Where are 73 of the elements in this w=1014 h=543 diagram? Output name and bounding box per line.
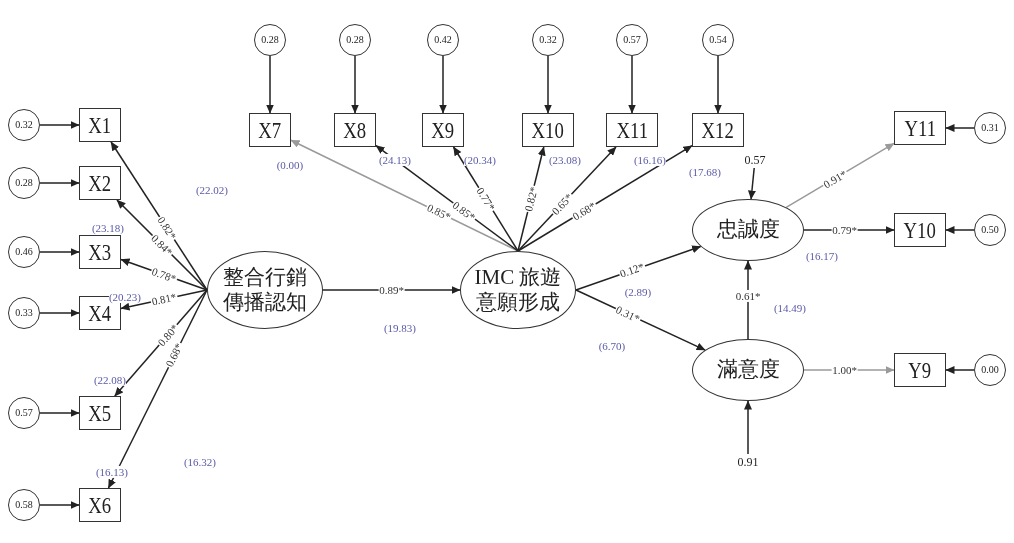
- edge-label: 0.61*: [734, 290, 762, 303]
- arrow: [544, 55, 552, 114]
- arrow: [39, 409, 80, 417]
- indicator-box: X12: [692, 113, 744, 147]
- t-value: (19.83): [383, 321, 417, 335]
- error-circle: 0.28: [254, 24, 286, 56]
- indicator-box: X10: [522, 113, 574, 147]
- t-value: (20.23): [108, 290, 142, 304]
- t-value: (17.68): [688, 165, 722, 179]
- indicator-box: X1: [79, 108, 121, 142]
- error-circle: 0.42: [427, 24, 459, 56]
- arrow: [39, 179, 80, 187]
- error-circle: 0.33: [8, 297, 40, 329]
- arrow: [39, 121, 80, 129]
- edge-label: 0.81*: [149, 290, 179, 308]
- indicator-box: Y11: [894, 111, 946, 145]
- indicator-box: X6: [79, 488, 121, 522]
- arrow: [744, 400, 752, 455]
- t-value: (14.49): [773, 301, 807, 315]
- latent-ellipse: 滿意度: [692, 339, 804, 401]
- t-value: (24.13): [378, 153, 412, 167]
- indicator-box: X5: [79, 396, 121, 430]
- arrow: [290, 139, 519, 252]
- t-value: (23.18): [91, 221, 125, 235]
- error-circle: 0.50: [974, 214, 1006, 246]
- arrow: [628, 55, 636, 114]
- indicator-box: Y9: [894, 353, 946, 387]
- indicator-box: X7: [249, 113, 291, 147]
- arrow: [266, 55, 274, 114]
- t-value: (20.34): [463, 153, 497, 167]
- error-circle: 0.57: [8, 397, 40, 429]
- disturbance-value: 0.91: [733, 454, 763, 470]
- error-circle: 0.54: [702, 24, 734, 56]
- arrow: [39, 248, 80, 256]
- t-value: (22.08): [93, 373, 127, 387]
- arrow: [714, 55, 722, 114]
- indicator-box: X3: [79, 235, 121, 269]
- error-circle: 0.32: [8, 109, 40, 141]
- error-circle: 0.28: [339, 24, 371, 56]
- arrow: [39, 309, 80, 317]
- t-value: (16.32): [183, 455, 217, 469]
- error-circle: 0.00: [974, 354, 1006, 386]
- t-value: (16.13): [95, 465, 129, 479]
- arrow: [439, 55, 447, 114]
- error-circle: 0.28: [8, 167, 40, 199]
- error-circle: 0.32: [532, 24, 564, 56]
- latent-ellipse: IMC 旅遊意願形成: [460, 251, 576, 329]
- t-value: (23.08): [548, 153, 582, 167]
- latent-ellipse: 忠誠度: [692, 199, 804, 261]
- error-circle: 0.46: [8, 236, 40, 268]
- t-value: (16.16): [633, 153, 667, 167]
- error-circle: 0.58: [8, 489, 40, 521]
- arrow: [945, 226, 975, 234]
- indicator-box: Y10: [894, 213, 946, 247]
- arrow: [351, 55, 359, 114]
- t-value: (22.02): [195, 183, 229, 197]
- t-value: (2.89): [624, 285, 652, 299]
- arrow: [747, 167, 756, 200]
- arrow: [945, 366, 975, 374]
- indicator-box: X2: [79, 166, 121, 200]
- indicator-box: X9: [422, 113, 464, 147]
- t-value: (6.70): [598, 339, 626, 353]
- arrow: [945, 124, 975, 132]
- arrow: [39, 501, 80, 509]
- t-value: (16.17): [805, 249, 839, 263]
- error-circle: 0.57: [616, 24, 648, 56]
- indicator-box: X11: [606, 113, 658, 147]
- t-value: (0.00): [276, 158, 304, 172]
- latent-ellipse: 整合行銷傳播認知: [207, 251, 323, 329]
- indicator-box: X8: [334, 113, 376, 147]
- arrow: [322, 286, 461, 294]
- disturbance-value: 0.57: [740, 152, 770, 168]
- error-circle: 0.31: [974, 112, 1006, 144]
